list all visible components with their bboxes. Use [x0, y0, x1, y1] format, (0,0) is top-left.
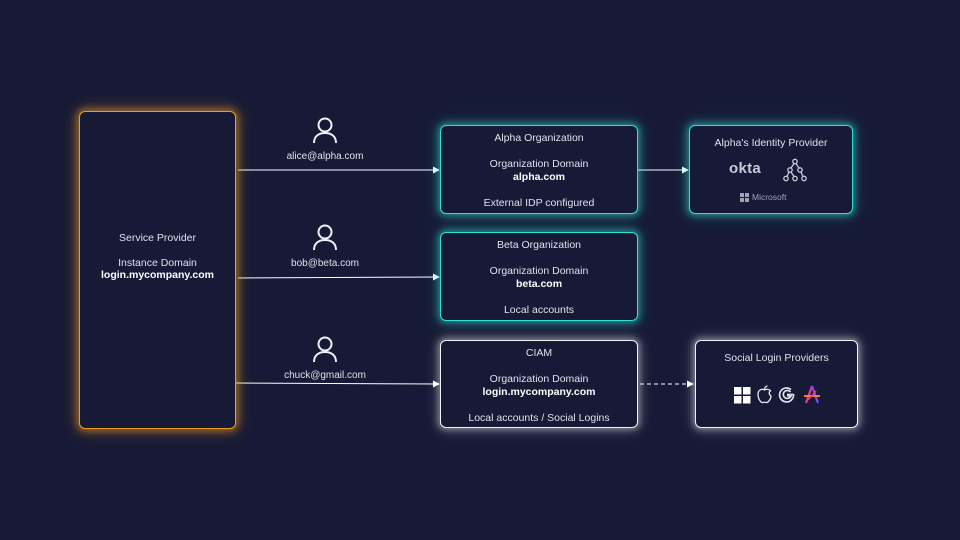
social-providers-title: Social Login Providers — [724, 352, 829, 364]
org-domain: beta.com — [515, 278, 563, 290]
org-note: Local accounts / Social Logins — [468, 412, 610, 424]
microsoft-logo: Microsoft — [740, 192, 786, 202]
user-icon — [313, 117, 337, 144]
microsoft-logo-text: Microsoft — [752, 192, 787, 202]
user-alice: alice@alpha.com — [270, 116, 380, 162]
social-login-providers-box: Social Login Providers — [695, 340, 858, 428]
org-domain-label: Organization Domain — [489, 373, 589, 385]
service-provider-title: Service Provider — [118, 232, 197, 244]
org-domain-label: Organization Domain — [489, 265, 589, 277]
service-provider-domain: login.mycompany.com — [101, 269, 214, 281]
ciam-box: CIAM Organization Domain login.mycompany… — [440, 340, 638, 428]
user-email: bob@beta.com — [291, 258, 359, 269]
org-title: Alpha Organization — [494, 132, 584, 144]
user-icon — [313, 336, 337, 363]
org-title: Beta Organization — [496, 239, 582, 251]
apple-icon — [757, 385, 772, 404]
user-bob: bob@beta.com — [270, 223, 380, 269]
google-icon — [778, 387, 795, 403]
org-domain: login.mycompany.com — [482, 386, 596, 398]
beta-organization-box: Beta Organization Organization Domain be… — [440, 232, 638, 321]
microsoft-grid-icon — [740, 192, 749, 202]
org-domain: alpha.com — [513, 171, 565, 183]
okta-logo: okta — [729, 160, 762, 177]
alpha-idp-box: Alpha's Identity Provider okta Microsoft — [689, 125, 853, 214]
org-note: Local accounts — [503, 304, 575, 316]
org-hierarchy-icon — [783, 158, 807, 182]
user-chuck: chuck@gmail.com — [270, 335, 380, 381]
service-provider-box: Service Provider Instance Domain login.m… — [79, 111, 236, 429]
social-provider-icon — [804, 385, 820, 404]
windows-icon — [734, 387, 751, 404]
user-email: alice@alpha.com — [286, 151, 364, 162]
service-provider-domain-label: Instance Domain — [118, 257, 197, 269]
user-email: chuck@gmail.com — [284, 370, 366, 381]
org-domain-label: Organization Domain — [489, 158, 589, 170]
arrow-sp-to-beta — [237, 273, 440, 281]
org-note: External IDP configured — [483, 197, 595, 209]
idp-title: Alpha's Identity Provider — [714, 137, 828, 149]
arrow-sp-to-ciam — [235, 380, 440, 388]
user-icon — [313, 224, 337, 251]
alpha-organization-box: Alpha Organization Organization Domain a… — [440, 125, 638, 214]
org-title: CIAM — [525, 347, 553, 359]
